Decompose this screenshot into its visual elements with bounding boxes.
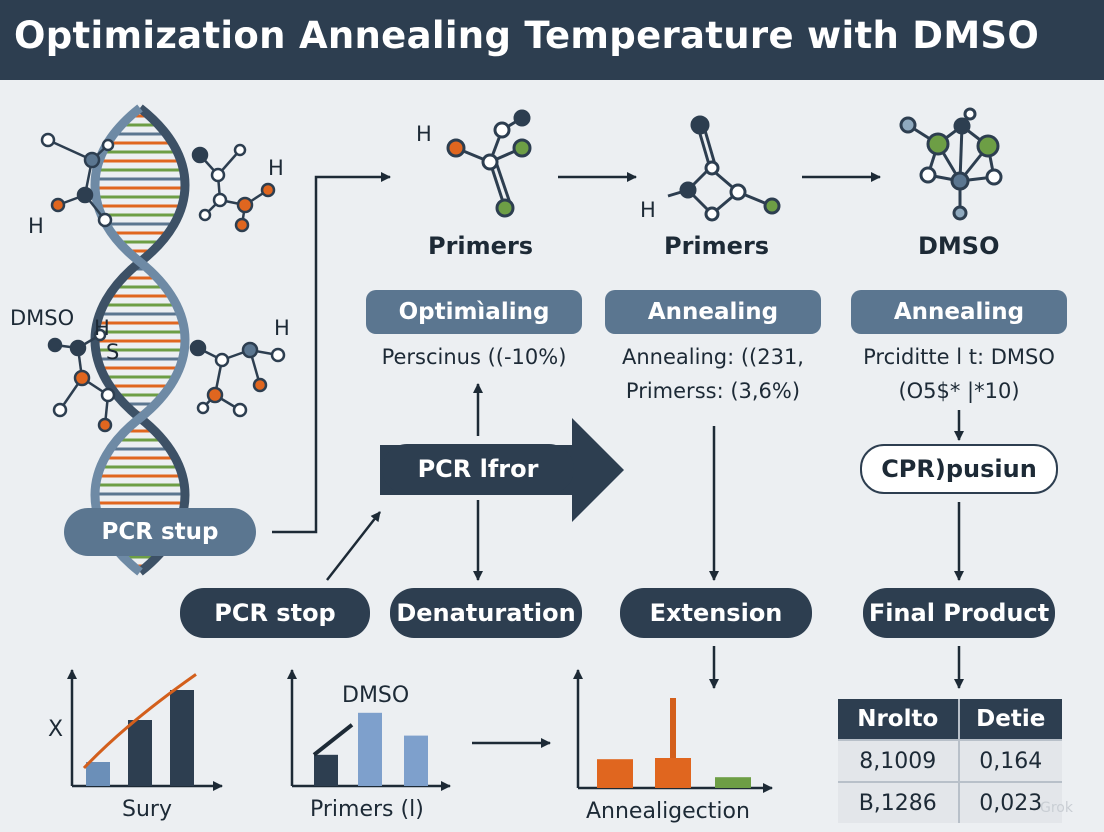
charts-area xyxy=(67,669,773,793)
primers-title-1: Primers xyxy=(428,232,534,260)
description-col3-line1: Prciditte l t: DMSO xyxy=(863,345,1055,369)
chart3-bar xyxy=(597,759,633,788)
table-header-cell: Detie xyxy=(957,699,1062,740)
h-label-dna-2: H xyxy=(28,214,44,238)
dna-s-label: S xyxy=(106,340,120,364)
dmso-title: DMSO xyxy=(918,232,1000,260)
table-cell: 8,1009 xyxy=(838,739,959,782)
watermark: Grok xyxy=(1040,800,1073,816)
table-cell: 0,164 xyxy=(957,739,1062,782)
chart1-bar xyxy=(86,762,110,786)
chart2-bar xyxy=(358,712,382,786)
table-row: 8,1009 0,164 xyxy=(838,739,1062,782)
chart3-bar xyxy=(655,758,691,788)
dna-dmso-label: DMSO xyxy=(10,306,75,330)
results-table: Nrolto Detie 8,1009 0,164 В,1286 0,023 xyxy=(838,699,1062,823)
chart3-spike xyxy=(670,698,676,758)
title-bar xyxy=(0,0,1104,80)
dna-helix-icon xyxy=(90,104,190,576)
chart1-trend-line xyxy=(82,673,197,770)
chart2-trend-line xyxy=(312,723,354,757)
h-label-dna-3: H xyxy=(94,316,110,340)
chart3-bar xyxy=(715,777,751,788)
description-col3-line2: (O5$* |*10) xyxy=(898,379,1020,403)
h-label-dna-4: H xyxy=(274,316,290,340)
dmso-molecule-icon xyxy=(899,107,1003,221)
chart1-x-label: Sury xyxy=(122,797,172,822)
h-label-primer-2: H xyxy=(640,198,656,222)
table-row: В,1286 0,023 xyxy=(838,781,1062,823)
final-product-button[interactable]: Final Product xyxy=(863,588,1055,638)
primers-title-2: Primers xyxy=(664,232,770,260)
denaturation-button[interactable]: Denaturation xyxy=(390,588,582,638)
pcr-stup-button[interactable]: PCR stup xyxy=(64,508,256,556)
description-col2-line2: Primerss: (3,6%) xyxy=(625,379,801,403)
description-col2-line1: Annealing: ((231, xyxy=(622,345,804,369)
table-header-cell: Nrolto xyxy=(838,699,959,740)
page-title: Optimization Annealing Temperature with … xyxy=(14,14,1040,57)
chart2-series-label: DMSO xyxy=(342,683,410,708)
optimaling-box[interactable]: Optimìaling xyxy=(366,290,582,334)
chart1-bar xyxy=(128,720,152,786)
table-cell: В,1286 xyxy=(838,781,959,823)
description-col1: Perscinus ((-10%) xyxy=(381,345,567,369)
left-molecules-icon xyxy=(40,132,286,433)
primer-molecule-2-icon xyxy=(667,115,781,222)
chart2-bar xyxy=(314,754,338,786)
chart1-bar xyxy=(170,690,194,786)
cpr-pusiun-button[interactable]: CPR)pusiun xyxy=(860,444,1058,494)
chart2-bar xyxy=(404,735,428,786)
flow-connectors xyxy=(272,172,964,748)
extension-button[interactable]: Extension xyxy=(620,588,812,638)
chart1-y-label: X xyxy=(48,717,64,742)
primer-molecule-1-icon xyxy=(446,109,532,218)
annealing-box-middle[interactable]: Annealing xyxy=(605,290,821,334)
pcr-stop-button[interactable]: PCR stop xyxy=(180,588,370,638)
h-label-primer-1: H xyxy=(416,122,432,146)
table-cell: 0,023 xyxy=(957,781,1062,823)
pcr-lfror-button[interactable]: PCR lfror xyxy=(382,444,574,494)
chart3-x-label: Annealigection xyxy=(586,799,750,824)
chart2-x-label: Primers (l) xyxy=(310,797,424,822)
h-label-dna-1: H xyxy=(268,156,284,180)
annealing-box-right[interactable]: Annealing xyxy=(851,290,1067,334)
